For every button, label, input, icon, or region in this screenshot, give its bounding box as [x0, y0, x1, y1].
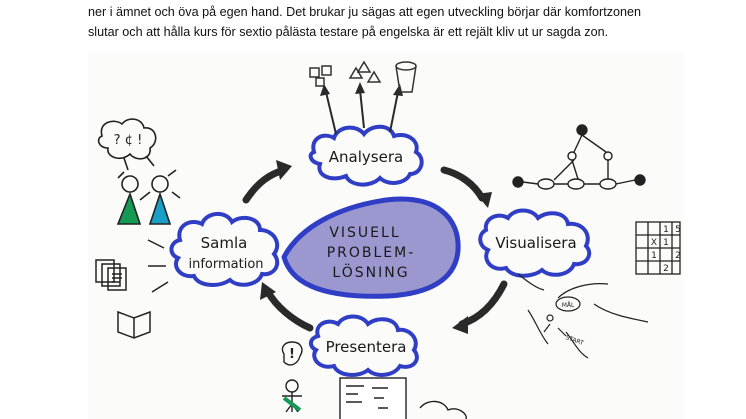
goal-path-map: MÅL START [517, 273, 649, 359]
samla-label: Samla [201, 234, 248, 252]
thinking-persons-illustration: ? ¢ ! [97, 118, 181, 225]
arrowhead [452, 316, 468, 334]
svg-text:2: 2 [663, 264, 669, 274]
samla-information-cloud: Samla information [169, 212, 280, 287]
network-graph [512, 124, 646, 190]
analysera-label: Analysera [329, 148, 403, 166]
sorted-shapes-icons [309, 60, 417, 93]
arrow-presentera-to-samla [264, 288, 314, 332]
arrow-samla-to-analysera [242, 166, 288, 204]
svg-text:1: 1 [651, 251, 657, 261]
arrow-analysera-to-visualisera [440, 166, 486, 202]
svg-text:2: 2 [675, 251, 681, 261]
visualisera-label: Visualisera [495, 234, 576, 252]
text-line: slutar och att hålla kurs för sextio pål… [88, 25, 609, 39]
analysera-cloud: Analysera [308, 124, 424, 187]
svg-text:X: X [651, 238, 657, 248]
person-green [116, 191, 142, 225]
goal-marker [555, 296, 581, 312]
center-label-line3: LÖSNING [332, 263, 409, 281]
analysera-output-arrows [320, 82, 403, 135]
alert-mark: ! [289, 347, 295, 362]
body-text: ner i ämnet och öva på egen hand. Det br… [88, 2, 728, 42]
center-label-line1: VISUELL [329, 225, 400, 241]
text-line: ner i ämnet och öva på egen hand. Det br… [88, 5, 642, 19]
arrowhead [476, 192, 492, 208]
visualisera-cloud: Visualisera [478, 208, 592, 278]
svg-text:5: 5 [675, 225, 681, 235]
center-label-line2: PROBLEM- [327, 245, 416, 261]
tic-tac-grid: 1 5 X 1 2 1 2 [635, 221, 681, 275]
person-cyan [148, 191, 172, 225]
arrowhead [276, 160, 292, 180]
speech-bubble-text: ? ¢ ! [114, 133, 143, 148]
svg-text:1: 1 [663, 225, 669, 235]
visual-problem-solving-illustration: VISUELL PROBLEM- LÖSNING Analysera Visua… [88, 52, 684, 419]
arrowhead [260, 282, 276, 300]
presentera-cloud: Presentera [309, 314, 419, 377]
presentera-label: Presentera [326, 338, 407, 356]
svg-text:1: 1 [663, 238, 669, 248]
presenter-illustration: ! [281, 341, 467, 419]
goal-label: MÅL [562, 302, 575, 309]
cycle-arrows [242, 160, 508, 334]
arrow-visualisera-to-presentera [458, 280, 508, 328]
center-blob: VISUELL PROBLEM- LÖSNING [281, 196, 461, 299]
information-label: information [188, 257, 263, 272]
information-sources [95, 239, 169, 339]
